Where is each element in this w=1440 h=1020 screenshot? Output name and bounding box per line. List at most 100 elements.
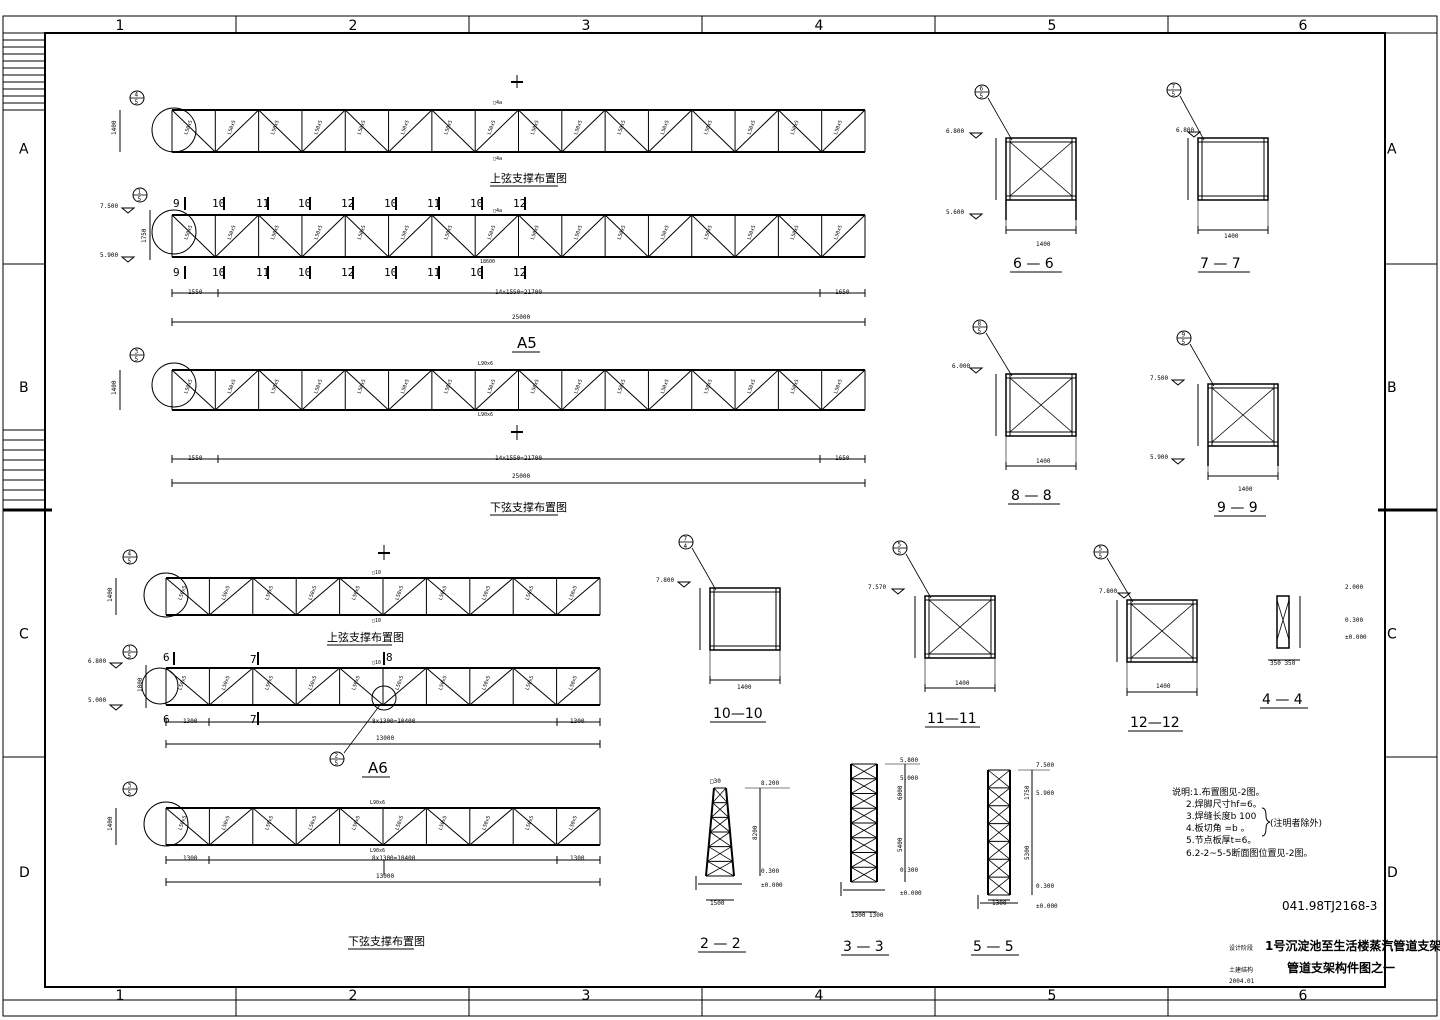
leader-line — [905, 553, 932, 599]
truss-diagonal — [512, 807, 557, 846]
tower-brace — [987, 858, 1011, 878]
truss-diagonal — [431, 369, 476, 411]
section-cut-label-bottom: 12 — [341, 266, 354, 279]
dimension-text: 6000 — [897, 785, 904, 800]
detail-callout-a5-bottom: 35 — [129, 347, 145, 363]
member-label: L50x5 — [703, 224, 714, 240]
section-7-7 — [1187, 137, 1269, 234]
detail-callout-7-7: 75 — [1166, 82, 1182, 98]
s1111-width: 1400 — [955, 680, 970, 687]
a6-dim-end-right: 1300 — [570, 718, 585, 725]
leader-line — [987, 97, 1013, 141]
truss-diagonal — [295, 667, 340, 706]
elevation-mark — [968, 213, 984, 220]
member-label: L50x5 — [177, 675, 188, 691]
section-6-6-title: 6 — 6 — [1013, 256, 1054, 272]
truss-diagonal — [469, 667, 514, 706]
section-2-2-title: 2 — 2 — [700, 936, 741, 952]
brace-diagonal — [1009, 377, 1073, 433]
member-label: L50x5 — [568, 585, 579, 601]
dimension-text: 8200 — [752, 825, 759, 840]
member-label: L50x5 — [313, 224, 324, 240]
member-label: L50x5 — [308, 675, 319, 691]
callout-number: 1 — [128, 646, 132, 653]
a5-dim-end-right: 1650 — [835, 289, 850, 296]
s55-elev3: 0.300 — [1036, 883, 1054, 890]
section-9-9-title: 9 — 9 — [1217, 500, 1258, 516]
grid-col-label-bottom: 6 — [1299, 988, 1308, 1004]
section-cut-label-top: 10 — [298, 197, 311, 210]
plate-mark: □4a — [493, 156, 502, 162]
a5-dim-end-left-2: 1550 — [188, 455, 203, 462]
a5-elev-bot: 5.900 — [100, 252, 118, 259]
a6-dim-middle-2: 8x1300=10400 — [372, 855, 416, 862]
a6-elev-top: 6.800 — [88, 658, 106, 665]
member-label: L50x5 — [270, 224, 281, 240]
s1111-elev1: 7.570 — [868, 584, 886, 591]
elevation-mark — [890, 588, 906, 595]
truss-diagonal — [734, 214, 779, 258]
truss-diagonal — [648, 214, 693, 258]
section-9-9 — [1197, 383, 1279, 480]
truss-diagonal — [561, 214, 606, 258]
member-label: L50x5 — [573, 224, 584, 240]
truss-diagonal — [431, 109, 476, 153]
truss-diagonal — [518, 109, 563, 153]
tower-brace — [987, 823, 1011, 842]
sheet-title: 管道支架构件图之一 — [1287, 960, 1395, 975]
section-8-8 — [995, 373, 1077, 470]
member-label: L50x5 — [487, 378, 498, 394]
note-1: 说明:1.布置图见-2图。 — [1172, 786, 1265, 798]
member-label: L50x5 — [221, 815, 232, 831]
member-label: L50x5 — [790, 224, 801, 240]
member-label: L50x5 — [443, 224, 454, 240]
dimension-text: 1750 — [1024, 785, 1031, 800]
section-cut-label: 7 — [250, 653, 257, 666]
member-label: L50x5 — [617, 119, 628, 135]
truss-diagonal — [778, 109, 823, 153]
section-3-3-title: 3 — 3 — [843, 939, 884, 955]
s44-elev2: 0.300 — [1345, 617, 1363, 624]
callout-sheet: 5 — [335, 760, 339, 767]
member-label: L50x5 — [270, 119, 281, 135]
plate-mark: □4a — [493, 100, 502, 106]
member-label: L50x5 — [177, 815, 188, 831]
tower-brace — [850, 822, 878, 839]
a6-dim-total-2: 13000 — [376, 873, 394, 880]
a6-dim-total: 13000 — [376, 735, 394, 742]
tower-brace — [850, 807, 878, 824]
s99-elev2: 5.900 — [1150, 454, 1168, 461]
member-label: L50x5 — [357, 119, 368, 135]
truss-diagonal — [469, 577, 514, 616]
callout-sheet: 5 — [980, 93, 984, 100]
truss-diagonal — [252, 667, 297, 706]
truss-diagonal — [301, 109, 346, 153]
member-label: L50x5 — [227, 378, 238, 394]
callout-sheet: 5 — [978, 328, 982, 335]
s88-elev1: 6.000 — [952, 363, 970, 370]
s55-elev4: ±0.000 — [1036, 903, 1058, 910]
truss-diagonal — [301, 214, 346, 258]
truss-diagonal — [518, 369, 563, 411]
member-label: L50x5 — [617, 378, 628, 394]
section-7-7-title: 7 — 7 — [1200, 256, 1241, 272]
member-label: L50x5 — [351, 815, 362, 831]
frame-box — [924, 595, 996, 659]
member-label: L50x5 — [183, 378, 194, 394]
member-label: L50x5 — [394, 585, 405, 601]
grid-col-label-top: 2 — [349, 18, 358, 34]
truss-diagonal — [171, 214, 216, 258]
a6-bottom-plan-title: 下弦支撑布置图 — [348, 934, 425, 948]
s55-elev2: 5.900 — [1036, 790, 1054, 797]
a5-elev-top: 7.500 — [100, 203, 118, 210]
callout-number: 3 — [128, 783, 132, 790]
truss-diagonal — [469, 807, 514, 846]
truss-diagonal — [252, 807, 297, 846]
member-label: L50x5 — [400, 224, 411, 240]
detail-callout-a6-top: 45 — [122, 549, 138, 565]
s66-elev1: 6.800 — [946, 128, 964, 135]
callout-number: 4 — [128, 551, 132, 558]
truss-diagonal — [214, 369, 259, 411]
grid-col-label-top: 6 — [1299, 18, 1308, 34]
